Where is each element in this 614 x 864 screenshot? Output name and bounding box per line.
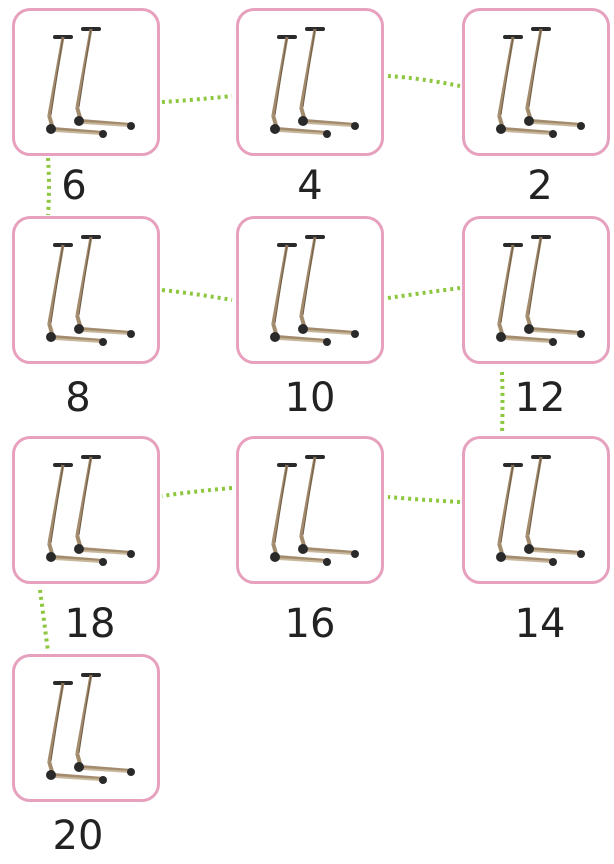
scooter-pair-icon <box>465 219 607 361</box>
tile-label: 10 <box>236 378 384 418</box>
tile-label: 14 <box>466 604 614 644</box>
tile-20 <box>12 654 160 802</box>
tile-14 <box>462 436 610 584</box>
tile-label: 4 <box>236 166 384 206</box>
tile-18 <box>12 436 160 584</box>
tile-label: 16 <box>236 604 384 644</box>
scooter-pair-icon <box>15 11 157 153</box>
connector-14-16 <box>388 497 460 502</box>
tile-label: 6 <box>0 166 148 206</box>
tile-label: 2 <box>466 166 614 206</box>
tile-label: 8 <box>4 378 152 418</box>
tile-8 <box>12 216 160 364</box>
connector-6-4 <box>162 96 232 102</box>
scooter-pair-icon <box>15 657 157 799</box>
connector-4-2 <box>388 76 460 86</box>
tile-label: 18 <box>16 604 164 644</box>
tile-4 <box>236 8 384 156</box>
tile-label: 20 <box>4 816 152 856</box>
tile-6 <box>12 8 160 156</box>
connector-16-18 <box>162 488 232 496</box>
connector-8-10 <box>162 290 232 300</box>
tile-2 <box>462 8 610 156</box>
tile-12 <box>462 216 610 364</box>
tile-16 <box>236 436 384 584</box>
tile-label: 12 <box>466 378 614 418</box>
scooter-pair-icon <box>15 219 157 361</box>
scooter-pair-icon <box>239 219 381 361</box>
connector-10-12 <box>388 288 460 298</box>
scooter-pair-icon <box>15 439 157 581</box>
scooter-pair-icon <box>239 11 381 153</box>
scooter-pair-icon <box>465 439 607 581</box>
tile-10 <box>236 216 384 364</box>
scooter-pair-icon <box>465 11 607 153</box>
scooter-pair-icon <box>239 439 381 581</box>
